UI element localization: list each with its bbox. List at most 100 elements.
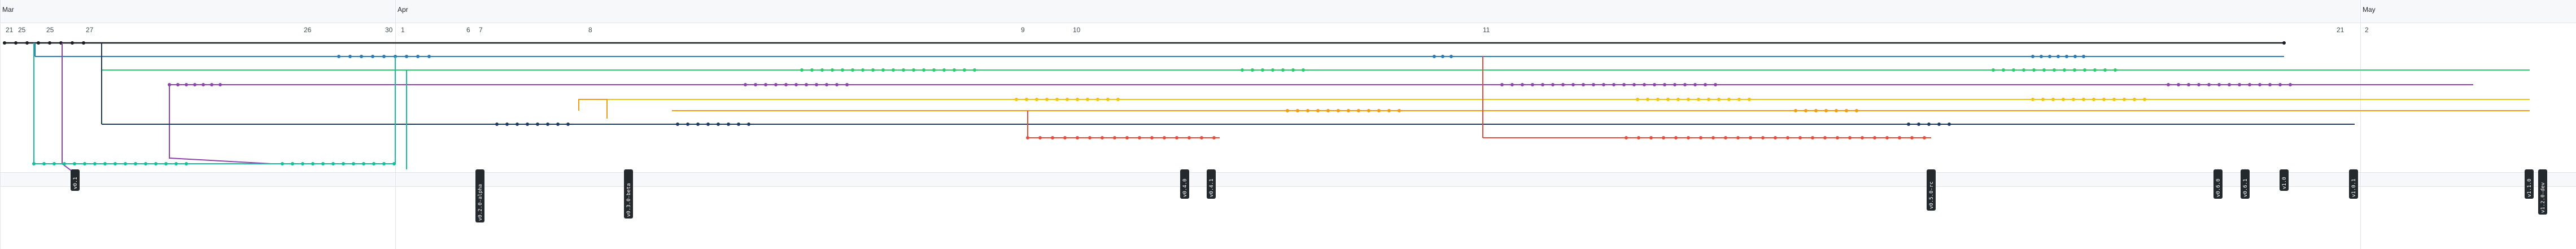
tag-label[interactable]: v1.2.0-dev xyxy=(2538,169,2547,215)
commit-dot[interactable] xyxy=(1885,136,1889,139)
commit-dot[interactable] xyxy=(1316,109,1320,112)
commit-dot[interactable] xyxy=(1927,123,1931,126)
commit-dot[interactable] xyxy=(953,68,956,72)
commit-dot[interactable] xyxy=(1286,109,1289,112)
commit-dot[interactable] xyxy=(556,123,560,126)
commit-dot[interactable] xyxy=(1636,98,1639,101)
commit-dot[interactable] xyxy=(301,162,304,165)
commit-dot[interactable] xyxy=(360,55,363,58)
commit-dot[interactable] xyxy=(1836,136,1839,139)
commit-dot[interactable] xyxy=(2048,55,2051,58)
commit-dot[interactable] xyxy=(1948,123,1951,126)
commit-dot[interactable] xyxy=(1377,109,1381,112)
commit-dot[interactable] xyxy=(1541,83,1544,86)
commit-dot[interactable] xyxy=(14,41,18,45)
commit-dot[interactable] xyxy=(810,68,814,72)
commit-dot[interactable] xyxy=(1212,136,1216,139)
commit-dot[interactable] xyxy=(1347,109,1350,112)
commit-dot[interactable] xyxy=(176,83,180,86)
commit-dot[interactable] xyxy=(2022,68,2025,72)
commit-dot[interactable] xyxy=(311,162,315,165)
commit-dot[interactable] xyxy=(1794,109,1797,112)
commit-dot[interactable] xyxy=(1697,98,1700,101)
commit-dot[interactable] xyxy=(1433,55,1436,58)
commit-dot[interactable] xyxy=(1076,98,1079,101)
commit-dot[interactable] xyxy=(1898,136,1901,139)
commit-dot[interactable] xyxy=(1066,98,1069,101)
commit-dot[interactable] xyxy=(1632,83,1636,86)
commit-dot[interactable] xyxy=(2072,98,2075,101)
commit-dot[interactable] xyxy=(2057,55,2060,58)
commit-dot[interactable] xyxy=(382,55,386,58)
commit-dot[interactable] xyxy=(25,41,29,45)
commit-dot[interactable] xyxy=(1992,68,1995,72)
commit-dot[interactable] xyxy=(1261,68,1264,72)
commit-dot[interactable] xyxy=(1602,83,1605,86)
commit-dot[interactable] xyxy=(696,123,700,126)
commit-dot[interactable] xyxy=(1910,136,1914,139)
commit-dot[interactable] xyxy=(1637,136,1640,139)
commit-dot[interactable] xyxy=(831,68,834,72)
commit-dot[interactable] xyxy=(372,162,376,165)
commit-dot[interactable] xyxy=(963,68,966,72)
commit-dot[interactable] xyxy=(495,123,499,126)
commit-dot[interactable] xyxy=(1281,68,1285,72)
commit-dot[interactable] xyxy=(1551,83,1555,86)
commit-dot[interactable] xyxy=(2082,55,2085,58)
commit-dot[interactable] xyxy=(1687,98,1690,101)
commit-dot[interactable] xyxy=(1150,136,1154,139)
commit-dot[interactable] xyxy=(382,162,386,165)
commit-dot[interactable] xyxy=(764,83,767,86)
commit-dot[interactable] xyxy=(427,55,431,58)
commit-dot[interactable] xyxy=(2282,41,2286,45)
commit-dot[interactable] xyxy=(1748,98,1751,101)
commit-dot[interactable] xyxy=(2031,55,2034,58)
commit-dot[interactable] xyxy=(835,83,839,86)
commit-dot[interactable] xyxy=(174,162,178,165)
commit-dot[interactable] xyxy=(2042,68,2046,72)
commit-dot[interactable] xyxy=(1521,83,1524,86)
commit-dot[interactable] xyxy=(1101,136,1104,139)
commit-dot[interactable] xyxy=(1662,136,1665,139)
commit-dot[interactable] xyxy=(63,162,66,165)
commit-dot[interactable] xyxy=(1571,83,1575,86)
commit-dot[interactable] xyxy=(881,68,885,72)
commit-dot[interactable] xyxy=(2177,83,2180,86)
commit-dot[interactable] xyxy=(851,68,854,72)
commit-dot[interactable] xyxy=(942,68,946,72)
tag-label[interactable]: v0.6.1 xyxy=(2241,169,2250,199)
commit-dot[interactable] xyxy=(1646,98,1649,101)
commit-dot[interactable] xyxy=(1096,98,1099,101)
tag-label[interactable]: v0.2.0-alpha xyxy=(475,169,484,222)
commit-dot[interactable] xyxy=(210,83,213,86)
commit-dot[interactable] xyxy=(1088,136,1091,139)
commit-dot[interactable] xyxy=(845,83,849,86)
commit-dot[interactable] xyxy=(815,83,818,86)
commit-dot[interactable] xyxy=(3,41,6,45)
commit-dot[interactable] xyxy=(1125,136,1129,139)
commit-dot[interactable] xyxy=(1035,98,1038,101)
commit-dot[interactable] xyxy=(2187,83,2190,86)
commit-dot[interactable] xyxy=(526,123,529,126)
commit-dot[interactable] xyxy=(516,123,519,126)
commit-dot[interactable] xyxy=(922,68,925,72)
commit-dot[interactable] xyxy=(2133,98,2136,101)
commit-dot[interactable] xyxy=(2083,68,2086,72)
commit-dot[interactable] xyxy=(416,55,420,58)
commit-dot[interactable] xyxy=(774,83,778,86)
commit-dot[interactable] xyxy=(362,162,365,165)
tag-label[interactable]: v1.1.0 xyxy=(2525,169,2534,199)
commit-dot[interactable] xyxy=(1673,83,1676,86)
commit-dot[interactable] xyxy=(1674,136,1678,139)
commit-dot[interactable] xyxy=(2167,83,2170,86)
commit-dot[interactable] xyxy=(154,162,158,165)
commit-dot[interactable] xyxy=(185,162,188,165)
commit-dot[interactable] xyxy=(291,162,294,165)
commit-dot[interactable] xyxy=(113,162,117,165)
commit-dot[interactable] xyxy=(71,41,74,45)
commit-dot[interactable] xyxy=(331,162,335,165)
commit-dot[interactable] xyxy=(2082,98,2085,101)
commit-dot[interactable] xyxy=(2051,98,2055,101)
commit-dot[interactable] xyxy=(1200,136,1203,139)
commit-dot[interactable] xyxy=(1187,136,1191,139)
